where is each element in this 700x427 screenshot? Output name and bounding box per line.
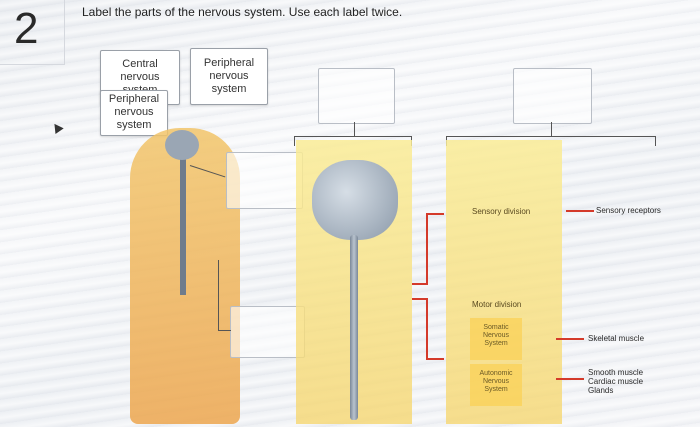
sensory-division-text: Sensory division [472,207,531,216]
drop-target-1[interactable] [226,152,303,209]
red-arrow-vertical-2 [426,298,428,360]
smooth-muscle-text: Smooth muscle [588,368,644,377]
connector-line [218,330,231,331]
bracket-bar-2 [446,136,656,137]
motor-division-text: Motor division [472,300,522,309]
question-number-box [0,0,65,65]
red-arrow-top-2 [412,298,428,300]
smooth-arrow [556,378,584,380]
drop-target-4[interactable] [513,68,592,124]
bracket-stem-1 [354,122,355,136]
bracket-left-1 [294,136,295,146]
autonomic-text: Autonomic Nervous System [479,370,513,393]
label-text: Peripheral nervous system [108,93,160,131]
red-arrow-bottom-1 [412,283,428,285]
somatic-box [470,318,522,360]
cardiac-muscle-text: Cardiac muscle [588,377,644,386]
red-arrow-top-1 [426,213,444,215]
bracket-bar-1 [294,136,412,137]
autonomic-box [470,364,522,406]
label-text: Peripheral nervous system [203,57,255,95]
bracket-right-2 [655,136,656,146]
glands-text: Glands [588,386,614,395]
sensory-receptors-text: Sensory receptors [596,206,661,215]
instruction-text: Label the parts of the nervous system. U… [82,5,403,19]
connector-line [218,260,219,330]
drop-target-3[interactable] [318,68,395,124]
mouse-cursor-icon [50,120,64,135]
label-peripheral-nervous-system-2[interactable]: Peripheral nervous system [100,90,168,136]
spinal-cord-line [180,135,186,295]
skeletal-arrow [556,338,584,340]
bracket-stem-2 [551,122,552,136]
brain-image [312,160,398,240]
red-arrow-bottom-2 [426,358,444,360]
head-brain [165,130,199,160]
red-arrow-vertical-1 [426,213,428,283]
somatic-text: Somatic Nervous System [482,324,510,347]
drop-target-2[interactable] [230,306,305,358]
spinal-cord-image [350,235,358,420]
skeletal-muscle-text: Skeletal muscle [588,334,645,343]
label-peripheral-nervous-system-1[interactable]: Peripheral nervous system [190,48,268,105]
question-number: 2 [14,4,39,53]
sensory-arrow [566,210,594,212]
